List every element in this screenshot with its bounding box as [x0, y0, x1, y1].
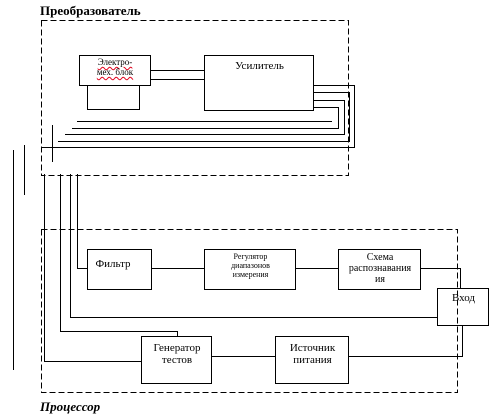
processor-frame: [41, 229, 458, 393]
electromech-label-line2: мех. блок: [96, 66, 134, 77]
electromech-lower-block: [87, 85, 140, 110]
test-generator-label: Генератор тестов: [142, 342, 212, 366]
link-to-test-generator: [60, 174, 178, 336]
test-generator-label-line2: тестов: [161, 354, 193, 367]
bus-line-1: [42, 85, 355, 148]
test-generator-label-line1: Генератор: [153, 342, 201, 354]
range-regulator-label-line2: диапазонов: [231, 260, 270, 270]
electromech-label-line1: Электро-: [97, 57, 133, 67]
bus-line-3: [65, 100, 345, 135]
converter-title: Преобразователь: [40, 3, 141, 18]
recognition-label-line3: ия: [375, 274, 385, 285]
power-source-label-line1: Источник: [289, 342, 336, 354]
amplifier-block: [204, 55, 314, 111]
range-regulator-label: Регулятор диапазонов измерения: [205, 252, 296, 279]
recognition-label-line1: Схема: [366, 252, 394, 263]
link-to-input: [70, 174, 437, 318]
converter-frame: [41, 20, 349, 176]
input-block: [437, 288, 489, 326]
power-source-block: [275, 336, 349, 384]
link-to-power-source: [44, 174, 141, 362]
range-regulator-label-line1: Регулятор: [233, 252, 268, 261]
test-generator-block: [141, 336, 212, 384]
range-regulator-label-line3: измерения: [232, 269, 269, 279]
link-recognition-input: [420, 268, 461, 288]
bus-line-2: [58, 92, 350, 142]
bus-line-4: [72, 107, 339, 129]
link-power-to-input: [348, 326, 463, 357]
link-to-filter: [77, 174, 87, 269]
range-regulator-block: [204, 249, 296, 290]
input-label: Вход: [451, 292, 476, 304]
power-source-label-line2: питания: [293, 354, 332, 367]
filter-block: [87, 249, 152, 290]
filter-label: Фильтр: [95, 258, 131, 270]
recognition-block: [338, 249, 421, 290]
power-source-label: Источник питания: [276, 342, 349, 366]
recognition-label: Схема распознавания ия: [339, 252, 421, 285]
amplifier-label: Усилитель: [235, 60, 284, 72]
processor-title: Процессор: [40, 399, 101, 414]
electromech-label: Электро- мех. блок: [80, 57, 150, 78]
recognition-label-line2: распознавания: [348, 263, 412, 274]
